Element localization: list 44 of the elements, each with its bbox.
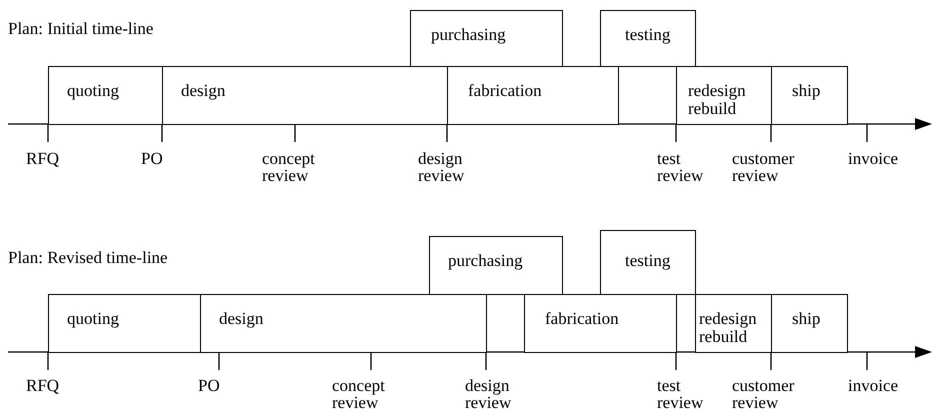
- phase-label: quoting: [67, 310, 120, 328]
- phase-label: design: [219, 310, 264, 328]
- phase-box: [410, 10, 563, 67]
- phase-box: [48, 294, 201, 353]
- phase-box: [200, 294, 487, 353]
- phase-box: [524, 294, 677, 353]
- phase-box: [429, 236, 563, 295]
- phase-box: [447, 66, 619, 125]
- phase-label: quoting: [67, 82, 120, 100]
- phase-label: purchasing: [431, 26, 507, 44]
- phase-label: redesign rebuild: [699, 310, 758, 346]
- plan-title: Plan: Initial time-line: [8, 20, 154, 37]
- phase-box: [162, 66, 448, 125]
- phase-label: testing: [625, 252, 672, 270]
- phase-label: fabrication: [468, 82, 543, 100]
- milestone-label: customer review: [732, 150, 796, 184]
- phase-label: testing: [625, 26, 672, 44]
- milestone-label: test review: [657, 377, 704, 411]
- milestone-label: invoice: [848, 150, 900, 167]
- phase-box: [695, 294, 772, 353]
- milestone-label: PO: [198, 377, 221, 394]
- milestone-label: invoice: [848, 377, 900, 394]
- phase-box: [600, 230, 696, 295]
- phase-label: ship: [792, 82, 822, 100]
- milestone-label: design review: [465, 377, 512, 411]
- phase-box: [676, 66, 772, 125]
- plan-title: Plan: Revised time-line: [8, 249, 168, 266]
- phase-box: [48, 66, 163, 125]
- phase-label: fabrication: [545, 310, 620, 328]
- phase-label: redesign rebuild: [688, 82, 747, 118]
- milestone-label: design review: [418, 150, 466, 184]
- milestone-label: test review: [657, 150, 704, 184]
- milestone-label: RFQ: [26, 150, 60, 167]
- milestone-label: concept review: [262, 150, 316, 184]
- milestone-label: RFQ: [26, 377, 60, 394]
- milestone-label: PO: [141, 150, 164, 167]
- phase-box: [771, 294, 848, 353]
- phase-label: ship: [792, 310, 822, 328]
- phase-box: [771, 66, 848, 125]
- milestone-label: concept review: [332, 377, 386, 411]
- phase-box: [600, 10, 696, 67]
- phase-label: design: [181, 82, 226, 100]
- phase-label: purchasing: [448, 252, 524, 270]
- milestone-label: customer review: [732, 377, 796, 411]
